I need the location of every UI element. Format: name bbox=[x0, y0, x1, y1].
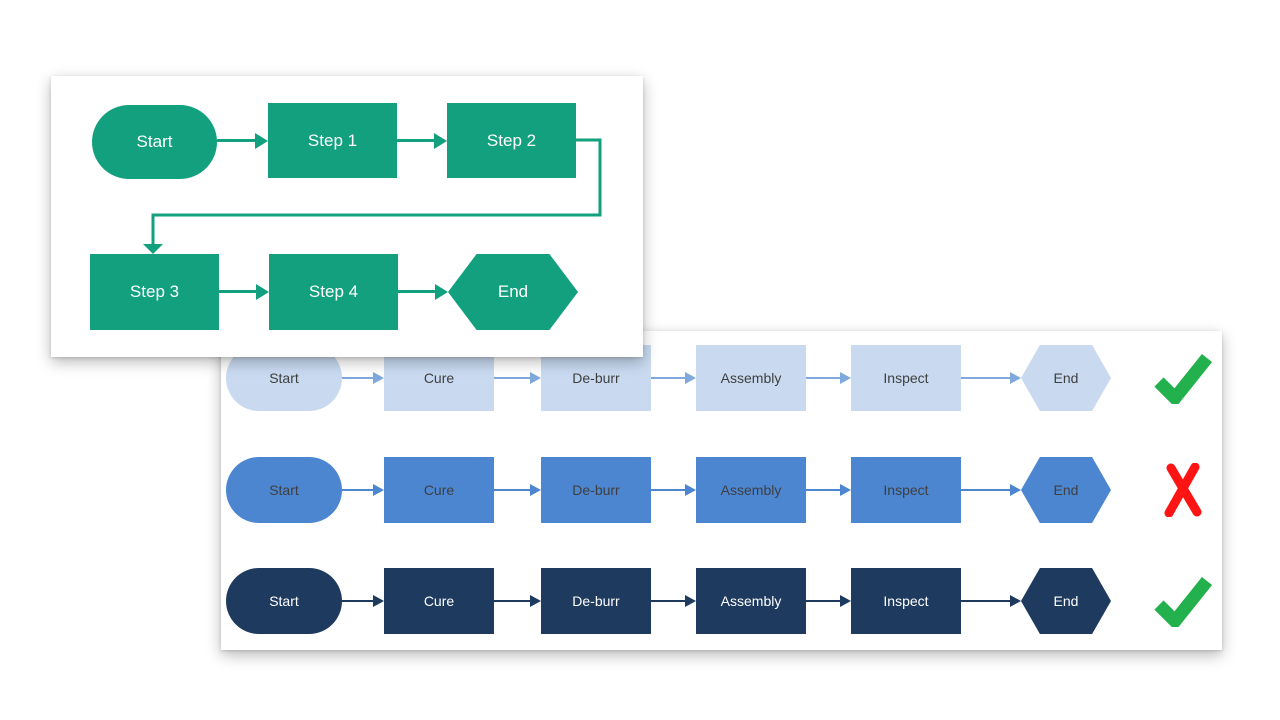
flow-arrow bbox=[651, 484, 696, 496]
flow-arrow bbox=[651, 595, 696, 607]
contrast-row-dark: Start Cure De-burr Assembly Inspect End bbox=[221, 568, 1222, 634]
flow-arrow bbox=[961, 484, 1021, 496]
flowchart-panel: Start Step 1 Step 2 Step 3 Step 4 End bbox=[51, 76, 643, 357]
flow-arrow bbox=[961, 372, 1021, 384]
flow-node-cure: Cure bbox=[384, 457, 494, 523]
flow-arrow bbox=[961, 595, 1021, 607]
flow-node-step-4: Step 4 bbox=[269, 254, 398, 330]
elbow-connector-arrow bbox=[143, 138, 602, 254]
contrast-row-light: Start Cure De-burr Assembly Inspect End bbox=[221, 345, 1222, 411]
flow-node-inspect: Inspect bbox=[851, 568, 961, 634]
flow-arrow bbox=[494, 595, 541, 607]
flow-node-assembly: Assembly bbox=[696, 345, 806, 411]
flow-arrow bbox=[342, 595, 384, 607]
flow-arrow bbox=[398, 283, 448, 300]
flow-arrow bbox=[219, 283, 269, 300]
flow-node-start: Start bbox=[226, 568, 342, 634]
flow-node-end: End bbox=[448, 254, 578, 330]
flow-node-end: End bbox=[1021, 568, 1111, 634]
flow-node-de-burr: De-burr bbox=[541, 568, 651, 634]
flow-arrow bbox=[494, 372, 541, 384]
flow-arrow bbox=[397, 132, 447, 149]
flow-arrow bbox=[494, 484, 541, 496]
flow-arrow bbox=[806, 484, 851, 496]
flow-node-inspect: Inspect bbox=[851, 345, 961, 411]
flow-node-assembly: Assembly bbox=[696, 457, 806, 523]
check-icon bbox=[1154, 353, 1213, 404]
contrast-comparison-panel: Start Cure De-burr Assembly Inspect End … bbox=[221, 331, 1222, 650]
flow-arrow bbox=[217, 132, 268, 149]
contrast-row-medium: Start Cure De-burr Assembly Inspect End bbox=[221, 457, 1222, 523]
flow-node-assembly: Assembly bbox=[696, 568, 806, 634]
flow-node-start: Start bbox=[226, 457, 342, 523]
x-icon bbox=[1164, 463, 1202, 517]
status-badge bbox=[1145, 457, 1221, 523]
flow-node-end: End bbox=[1021, 457, 1111, 523]
flow-node-inspect: Inspect bbox=[851, 457, 961, 523]
flow-node-end: End bbox=[1021, 345, 1111, 411]
flow-arrow bbox=[342, 484, 384, 496]
status-badge bbox=[1145, 568, 1221, 634]
flow-arrow bbox=[806, 372, 851, 384]
flow-arrow bbox=[806, 595, 851, 607]
flow-node-step-2: Step 2 bbox=[447, 103, 576, 178]
flow-node-cure: Cure bbox=[384, 568, 494, 634]
flow-arrow bbox=[342, 372, 384, 384]
flow-node-step-1: Step 1 bbox=[268, 103, 397, 178]
flow-node-de-burr: De-burr bbox=[541, 345, 651, 411]
check-icon bbox=[1154, 576, 1213, 627]
flow-arrow bbox=[651, 372, 696, 384]
flow-node-step-3: Step 3 bbox=[90, 254, 219, 330]
status-badge bbox=[1145, 345, 1221, 411]
flow-node-de-burr: De-burr bbox=[541, 457, 651, 523]
flow-node-start: Start bbox=[92, 105, 217, 179]
